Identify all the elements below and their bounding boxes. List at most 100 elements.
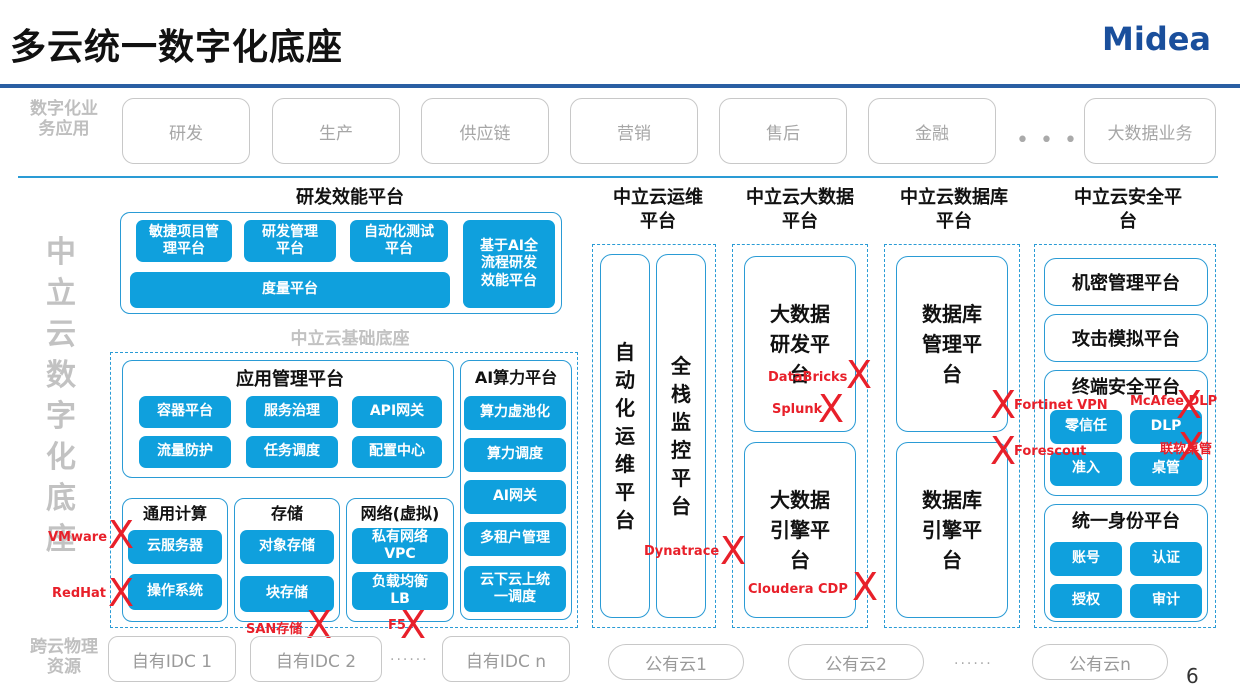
- biz-dots: • • •: [1016, 128, 1079, 153]
- replaced-forescout-label: Forescout: [1014, 444, 1087, 459]
- biz-item-supply: 供应链: [421, 98, 549, 164]
- ai-frame: [460, 360, 572, 620]
- compute-frame: [122, 498, 228, 622]
- db-frame: [884, 244, 1020, 628]
- db-engine: 数据库引擎平台: [896, 442, 1008, 618]
- cloud-1: 公有云1: [608, 644, 744, 680]
- security-frame: [1034, 244, 1216, 628]
- replaced-f5-x: X: [400, 603, 427, 647]
- biz-item-rd: 研发: [122, 98, 250, 164]
- storage-object: 对象存储: [240, 530, 334, 564]
- biz-label: 数字化业务应用: [30, 99, 98, 139]
- base-title: 中立云基础底座: [290, 329, 410, 349]
- storage-block: 块存储: [240, 576, 334, 612]
- ops-frame: [592, 244, 716, 628]
- network-lb: 负载均衡LB: [352, 572, 448, 610]
- replaced-databricks-label: DataBricks: [768, 370, 848, 385]
- rd-ai: 基于AI全流程研发效能平台: [463, 220, 555, 308]
- endpoint-frame: [1044, 370, 1208, 496]
- identity-audit: 审计: [1130, 584, 1202, 618]
- arrow-3: [395, 264, 403, 271]
- app-container: 容器平台: [139, 396, 231, 428]
- replaced-redhat-label: RedHat: [52, 586, 106, 601]
- app-api: API网关: [352, 396, 442, 428]
- header-rule: [0, 84, 1240, 88]
- app-task: 任务调度: [246, 436, 338, 468]
- biz-item-bigdata: 大数据业务: [1084, 98, 1216, 164]
- physical-label: 跨云物理资源: [30, 637, 98, 677]
- arrow-2: [286, 264, 294, 271]
- endpoint-zerotrust: 零信任: [1050, 410, 1122, 444]
- idc-dots: ......: [390, 648, 429, 664]
- replaced-mcafee-label: McAfee DLP: [1130, 394, 1218, 409]
- compute-server: 云服务器: [128, 530, 222, 564]
- db-title: 中立云数据库平台: [900, 187, 1008, 232]
- idc-n: 自有IDC n: [442, 636, 570, 682]
- replaced-lenovo-label: 联软桌管: [1160, 442, 1213, 457]
- replaced-fortinet-x: X: [990, 383, 1017, 427]
- rd-autotest: 自动化测试平台: [350, 220, 448, 262]
- identity-frame: [1044, 504, 1208, 622]
- ai-title: AI算力平台: [474, 368, 558, 387]
- bigdata-rd: 大数据研发平台: [744, 256, 856, 432]
- endpoint-desktop: 桌管: [1130, 452, 1202, 486]
- rd-title: 研发效能平台: [296, 187, 404, 208]
- endpoint-dlp: DLP: [1130, 410, 1202, 444]
- rd-frame: [120, 212, 562, 314]
- idc-1: 自有IDC 1: [108, 636, 236, 682]
- rd-metric: 度量平台: [130, 272, 450, 308]
- biz-item-aftersales: 售后: [719, 98, 847, 164]
- network-title: 网络(虚拟): [360, 504, 440, 523]
- app-title: 应用管理平台: [236, 369, 344, 390]
- biz-item-finance: 金融: [868, 98, 996, 164]
- compute-title: 通用计算: [142, 504, 207, 523]
- arrow-1: [180, 264, 188, 271]
- network-vpc: 私有网络VPC: [352, 528, 448, 564]
- replaced-mcafee-x: X: [1176, 383, 1203, 427]
- vertical-label: 中立云数字化底座: [46, 235, 76, 557]
- cloud-n: 公有云n: [1032, 644, 1168, 680]
- replaced-vmware-x: X: [108, 513, 135, 557]
- ai-virtualize: 算力虚池化: [464, 396, 566, 430]
- replaced-forescout-x: X: [990, 429, 1017, 473]
- rd-mgmt: 研发管理平台: [244, 220, 336, 262]
- endpoint-access: 准入: [1050, 452, 1122, 486]
- replaced-san-x: X: [306, 603, 333, 647]
- identity-title: 统一身份平台: [1072, 511, 1180, 532]
- security-title: 中立云安全平台: [1074, 187, 1182, 232]
- midea-logo: Midea: [1102, 20, 1212, 58]
- identity-account: 账号: [1050, 542, 1122, 576]
- ops-title: 中立云运维平台: [613, 187, 703, 232]
- ai-unified: 云下云上统一调度: [464, 566, 566, 612]
- bigdata-title: 中立云大数据平台: [746, 187, 854, 232]
- replaced-splunk-x: X: [818, 387, 845, 431]
- replaced-cloudera-label: Cloudera CDP: [748, 582, 848, 597]
- compute-os: 操作系统: [128, 574, 222, 610]
- security-secret: 机密管理平台: [1044, 258, 1208, 306]
- replaced-dynatrace-x: X: [720, 529, 747, 573]
- security-attack: 攻击模拟平台: [1044, 314, 1208, 362]
- replaced-splunk-label: Splunk: [772, 402, 823, 417]
- ai-schedule: 算力调度: [464, 438, 566, 472]
- replaced-vmware-label: VMware: [48, 530, 108, 545]
- storage-title: 存储: [270, 504, 303, 523]
- ai-gateway: AI网关: [464, 480, 566, 514]
- page-title: 多云统一数字化底座: [10, 27, 344, 68]
- replaced-f5-label: F5: [388, 618, 406, 633]
- rd-agile: 敏捷项目管理平台: [136, 220, 232, 262]
- db-mgmt: 数据库管理平台: [896, 256, 1008, 432]
- cloud-2: 公有云2: [788, 644, 924, 680]
- endpoint-title: 终端安全平台: [1072, 377, 1180, 398]
- bigdata-engine: 大数据引擎平台: [744, 442, 856, 618]
- storage-frame: [234, 498, 340, 622]
- replaced-cloudera-x: X: [852, 565, 879, 609]
- cloud-dots: ......: [954, 652, 993, 668]
- page-number: 6: [1186, 664, 1199, 688]
- replaced-databricks-x: X: [846, 353, 873, 397]
- identity-auth: 认证: [1130, 542, 1202, 576]
- app-traffic: 流量防护: [139, 436, 231, 468]
- ops-auto: 自动化运维平台: [600, 254, 650, 618]
- replaced-lenovo-x: X: [1178, 425, 1205, 469]
- replaced-fortinet-label: Fortinet VPN: [1014, 398, 1108, 413]
- ops-monitor: 全栈监控平台: [656, 254, 706, 618]
